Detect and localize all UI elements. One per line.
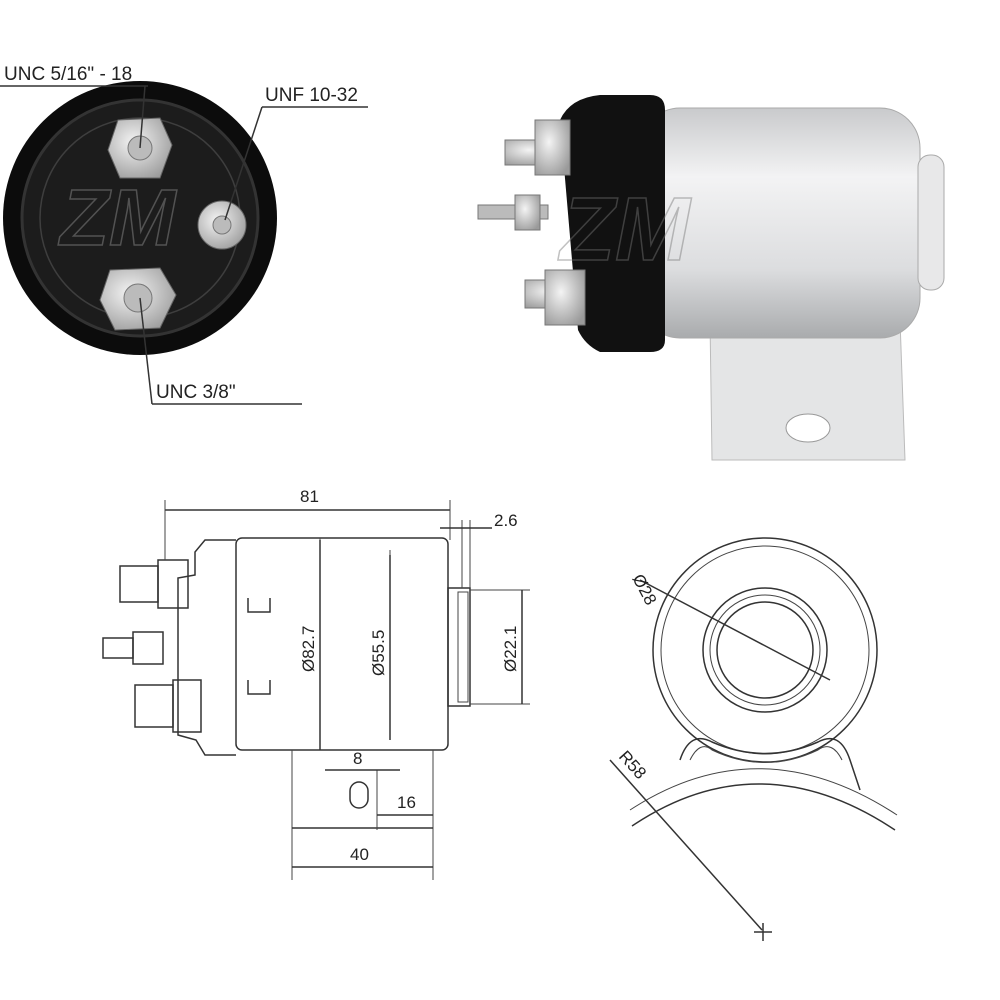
dim-bore-28: Ø28: [628, 571, 660, 608]
zm-watermark-logo: ZM: [58, 173, 178, 262]
bracket-hole: [785, 413, 831, 443]
dim-81: 81: [300, 487, 319, 506]
terminal-end-view: ZM: [3, 81, 277, 355]
dim-82-7: Ø82.7: [299, 626, 318, 672]
label-unf-10-32: UNF 10-32: [265, 85, 358, 106]
solenoid-product-view: ZM: [477, 95, 945, 461]
label-unc-5-16: UNC 5/16" - 18: [4, 64, 132, 85]
side-dimension-drawing: 81 2.6 Ø82.7 Ø55.5 Ø22.1 40 16 8: [102, 487, 530, 880]
dim-8: 8: [353, 749, 362, 768]
body-outline: [235, 537, 449, 751]
end-boss: [917, 154, 945, 291]
dim-2-6: 2.6: [494, 511, 518, 530]
cap-inner: [20, 98, 260, 338]
terminal-bottom: [99, 267, 177, 331]
terminal-small: [197, 200, 247, 250]
svg-text:ZM: ZM: [557, 180, 692, 280]
label-unc-3-8: UNC 3/8": [156, 382, 236, 403]
black-cap: [560, 95, 665, 352]
dim-40: 40: [350, 845, 369, 864]
dim-16: 16: [397, 793, 416, 812]
dim-radius-58: R58: [615, 747, 650, 783]
dim-55-5: Ø55.5: [369, 630, 388, 676]
end-dimension-drawing: Ø28 R58: [609, 537, 898, 941]
dim-22-1: Ø22.1: [501, 626, 520, 672]
